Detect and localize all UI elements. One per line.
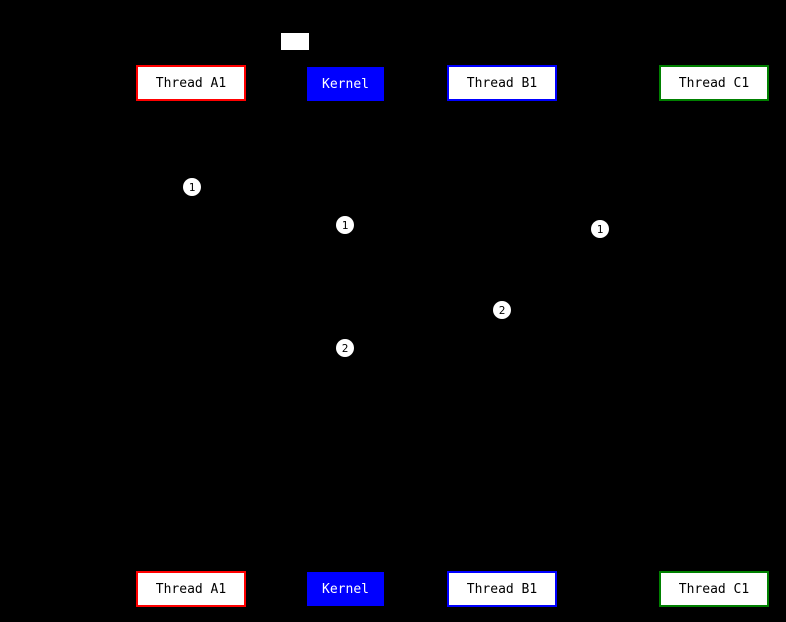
sequence-number-marker: 2 bbox=[336, 339, 354, 357]
lifeline-head-thread-c1: Thread C1 bbox=[659, 65, 769, 101]
sequence-number-marker: 2 bbox=[493, 301, 511, 319]
lifeline-foot-thread-a1: Thread A1 bbox=[136, 571, 246, 607]
sequence-number-marker: 1 bbox=[591, 220, 609, 238]
note-rect bbox=[281, 33, 309, 50]
lifeline-head-thread-a1: Thread A1 bbox=[136, 65, 246, 101]
lifeline-foot-kernel: Kernel bbox=[307, 572, 384, 606]
sequence-number-marker: 1 bbox=[336, 216, 354, 234]
sequence-number-marker: 1 bbox=[183, 178, 201, 196]
lifeline-head-thread-b1: Thread B1 bbox=[447, 65, 557, 101]
lifeline-head-kernel: Kernel bbox=[307, 67, 384, 101]
lifeline-foot-thread-b1: Thread B1 bbox=[447, 571, 557, 607]
lifeline-foot-thread-c1: Thread C1 bbox=[659, 571, 769, 607]
